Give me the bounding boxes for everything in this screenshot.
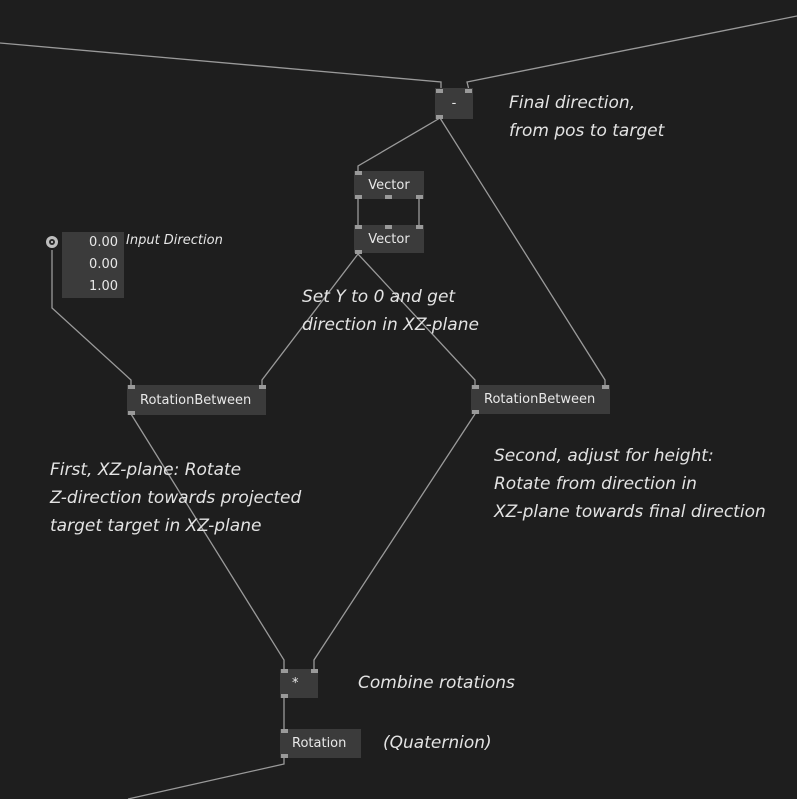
wire-vector-to-rotationbetween-left [261, 253, 359, 386]
subtract-input-pin[interactable] [465, 89, 472, 93]
wire-input-to-subtract-right [466, 15, 797, 91]
comment-combine-rotations: Combine rotations [358, 673, 515, 693]
vector-split-input-pin[interactable] [416, 225, 423, 229]
multiply-node[interactable]: * [280, 669, 318, 698]
rotation-between-right-input-pin[interactable] [602, 385, 609, 389]
wire-subtract-to-vector [357, 117, 441, 172]
wire-subtract-to-rotationbetween-right [439, 117, 606, 386]
wire-vector-to-rotationbetween-right-a [357, 253, 476, 386]
rotation-between-left-label: RotationBetween [140, 392, 252, 408]
comment-set-y: Set Y to 0 and get direction in XZ-plane [302, 287, 479, 335]
rotation-between-left-input-pin[interactable] [259, 385, 266, 389]
multiply-input-pin[interactable] [311, 669, 318, 673]
rotation-node-label: Rotation [292, 736, 347, 751]
rotation-between-right-output-pin[interactable] [472, 410, 479, 414]
wire-rotationbetween-right-to-multiply [313, 413, 476, 670]
subtract-input-pin[interactable] [436, 89, 443, 93]
subtract-node-label: - [451, 96, 457, 111]
rotation-output-pin[interactable] [281, 754, 288, 758]
rotation-between-left-node[interactable]: RotationBetween [127, 385, 266, 415]
input-direction-z[interactable]: 1.00 [89, 279, 118, 294]
rotation-between-right-label: RotationBetween [484, 392, 596, 407]
wire-input-to-subtract-left [0, 42, 442, 90]
rotation-between-right-node[interactable]: RotationBetween [471, 385, 610, 414]
wire-rotationbetween-left-to-multiply [130, 413, 285, 670]
input-direction-x[interactable]: 0.00 [89, 235, 118, 250]
multiply-input-pin[interactable] [281, 669, 288, 673]
input-direction-y[interactable]: 0.00 [89, 257, 118, 272]
vector-split-input-pin[interactable] [385, 225, 392, 229]
vector-join-node[interactable]: Vector [354, 171, 424, 199]
wire-input-direction-to-rotationbetween [51, 250, 132, 386]
rotation-between-left-input-pin[interactable] [128, 385, 135, 389]
vector-split-node[interactable]: Vector [354, 225, 424, 253]
vector-join-label: Vector [368, 177, 410, 193]
rotation-node[interactable]: Rotation [280, 729, 361, 758]
vector-join-input-pin[interactable] [355, 171, 362, 175]
vector-split-output-pin[interactable] [355, 250, 362, 254]
comment-second-adjust-height: Second, adjust for height: Rotate from d… [494, 446, 766, 522]
vector-join-output-pin[interactable] [385, 195, 392, 199]
rotation-input-pin[interactable] [281, 729, 288, 733]
comment-first-xz-plane: First, XZ-plane: Rotate Z-direction towa… [50, 460, 302, 536]
rotation-between-left-output-pin[interactable] [128, 411, 135, 415]
subtract-output-pin[interactable] [436, 115, 443, 119]
comment-quaternion: (Quaternion) [383, 733, 492, 753]
comment-final-direction: Final direction, from pos to target [509, 93, 665, 141]
vector-split-label: Vector [368, 231, 410, 247]
vector-join-output-pin[interactable] [416, 195, 423, 199]
wire-rotation-out [127, 757, 285, 799]
vector-join-output-pin[interactable] [355, 195, 362, 199]
multiply-output-pin[interactable] [281, 694, 288, 698]
input-direction-iobox[interactable]: 0.00 0.00 1.00 [62, 232, 124, 298]
bang-icon[interactable] [46, 236, 58, 248]
input-direction-label: Input Direction [126, 233, 223, 248]
subtract-node[interactable]: - [435, 88, 473, 119]
rotation-between-right-input-pin[interactable] [472, 385, 479, 389]
vector-split-input-pin[interactable] [355, 225, 362, 229]
multiply-node-label: * [292, 676, 299, 691]
